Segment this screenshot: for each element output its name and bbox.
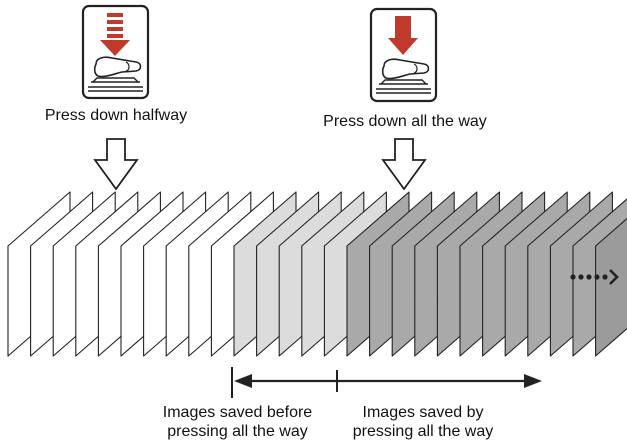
saved-before-line1: Images saved before [162,404,313,421]
image-frame-stack [7,191,627,357]
finger-full-press-icon [369,7,438,103]
press-all-the-way-label: Press down all the way [323,113,487,130]
dotted-continue-arrow-icon [570,269,619,285]
hollow-down-arrow-icon [93,138,139,191]
saved-before-line2: pressing all the way [167,423,308,440]
finger-half-press-icon [81,4,150,100]
hollow-down-arrow-icon [381,138,427,191]
press-halfway-label: Press down halfway [44,107,188,124]
frame-dark-gray [595,217,627,357]
saved-by-line1: Images saved by [362,404,484,421]
saved-by-label: Images saved by pressing all the way [338,403,508,441]
saved-by-line2: pressing all the way [352,423,494,440]
saved-before-label: Images saved before pressing all the way [150,403,325,441]
timeline-double-arrow [231,367,542,398]
